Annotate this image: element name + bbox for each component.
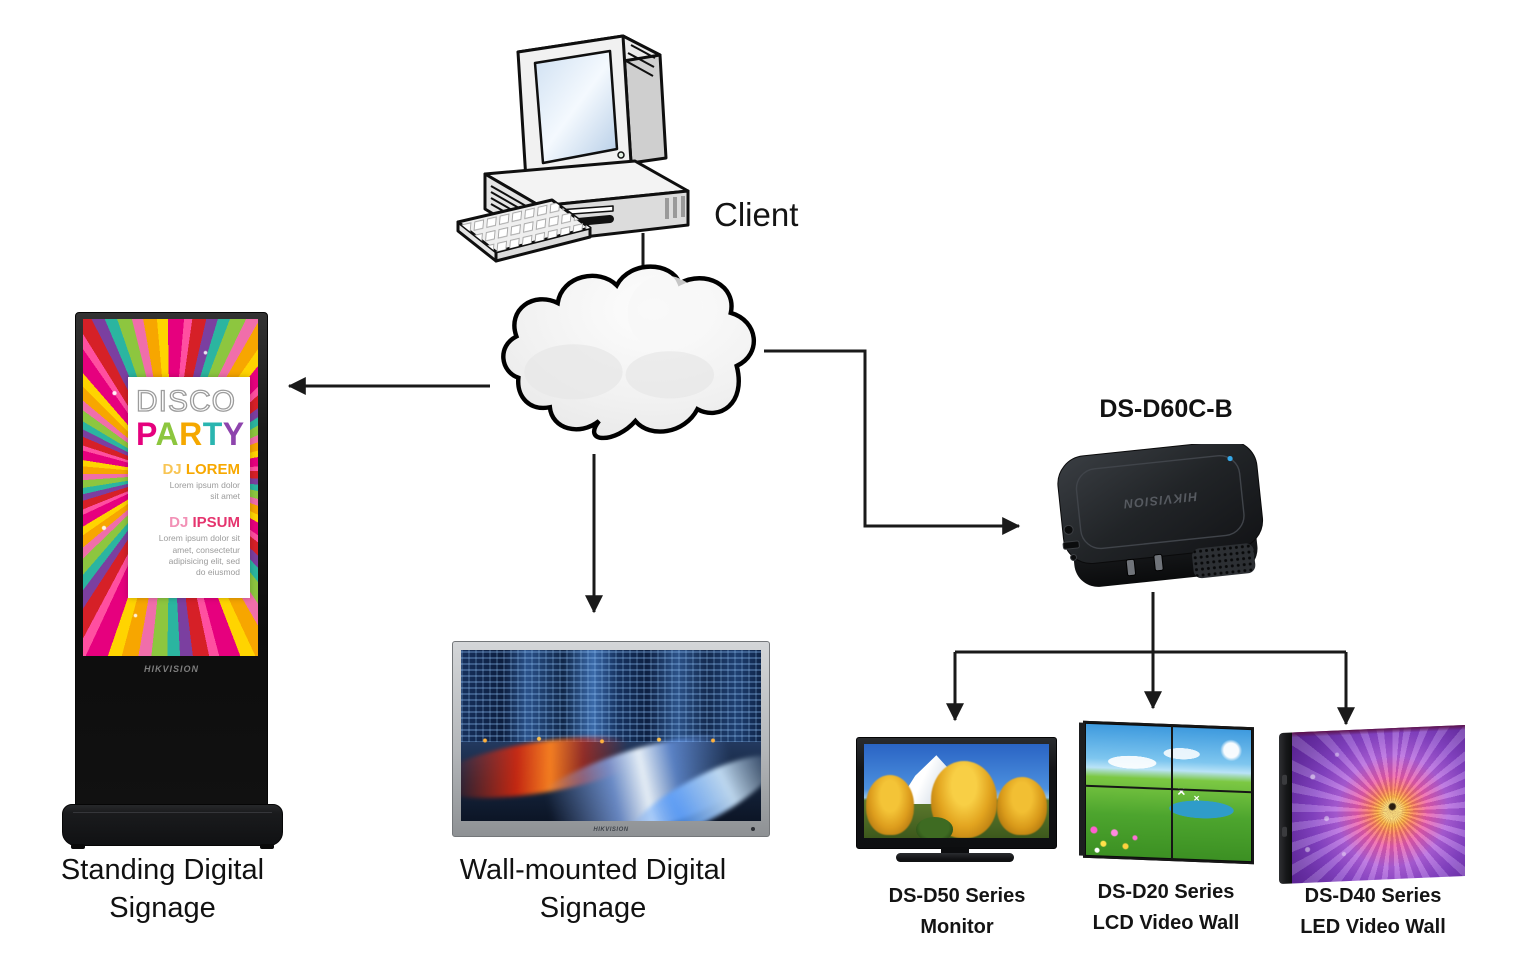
- decoder-status-led: [1227, 455, 1233, 462]
- ds-d20-caption: DS-D20 Series LCD Video Wall: [1092, 881, 1240, 934]
- green-shrub: [915, 817, 953, 838]
- usb-port: [1125, 558, 1137, 577]
- poster-lorem-text-1: Lorem ipsum dolor sit amet: [169, 480, 240, 502]
- kiosk-base: [62, 804, 283, 849]
- kiosk-screen: DISCO PARTY DJ LOREM Lorem ipsum dolor s…: [83, 319, 258, 656]
- autumn-tree: [997, 776, 1048, 836]
- audio-port: [1070, 553, 1078, 561]
- kiosk-foot: [260, 844, 274, 849]
- ds-d50-monitor: [856, 737, 1057, 849]
- ds-d50-stand-base: [896, 853, 1014, 862]
- autumn-tree: [865, 775, 914, 836]
- ds-d40-screen: [1292, 724, 1465, 884]
- decoder-device: HIKVISION: [1057, 444, 1264, 587]
- wall-mounted-signage: HIKVISION: [452, 641, 770, 837]
- poster-dj-ipsum: DJ IPSUM: [169, 514, 240, 532]
- decoder-vent-grille: [1192, 543, 1256, 579]
- client-label: Client: [714, 196, 799, 233]
- ds-d50-screen: [864, 744, 1049, 838]
- wall-monitor-power-led: [751, 827, 755, 831]
- standing-digital-signage: DISCO PARTY DJ LOREM Lorem ipsum dolor s…: [62, 312, 283, 849]
- usb-port: [1153, 553, 1164, 572]
- video-wall-grid-lines: [1085, 722, 1252, 863]
- client-computer-icon: [456, 34, 690, 263]
- arrow-cloud-to-decoder: [764, 349, 1021, 535]
- ds-d40-led-video-wall: [1279, 724, 1465, 885]
- poster-title-party: PARTY: [136, 416, 245, 452]
- wall-monitor-brand-logo: HIKVISION: [593, 827, 629, 833]
- kiosk-foot: [71, 844, 85, 849]
- ds-d20-lcd-video-wall: ✕ ✕: [1079, 720, 1254, 865]
- poster-title-disco: DISCO: [135, 385, 237, 418]
- ds-d50-stand-neck: [941, 847, 969, 854]
- disco-party-poster: DISCO PARTY DJ LOREM Lorem ipsum dolor s…: [128, 377, 250, 598]
- power-port: [1063, 524, 1074, 535]
- wall-monitor-screen: [461, 650, 761, 821]
- street-lights: [461, 732, 761, 750]
- poster-dj-lorem: DJ LOREM: [162, 461, 240, 479]
- kiosk-brand-logo: HIKVISION: [143, 664, 199, 674]
- wall-signage-caption: Wall-mounted Digital Signage: [459, 854, 727, 924]
- ds-d50-caption: DS-D50 Series Monitor: [888, 885, 1026, 938]
- hdmi-port: [1062, 540, 1080, 550]
- led-wall-cabinet-edge: [1279, 732, 1292, 885]
- standing-signage-caption: Standing Digital Signage: [60, 854, 265, 924]
- poster-lorem-text-2: Lorem ipsum dolor sit amet, consectetur …: [158, 533, 240, 577]
- ds-d40-caption: DS-D40 Series LED Video Wall: [1300, 885, 1446, 938]
- network-cloud: [501, 264, 756, 441]
- decoder-label: DS-D60C-B: [1099, 395, 1233, 423]
